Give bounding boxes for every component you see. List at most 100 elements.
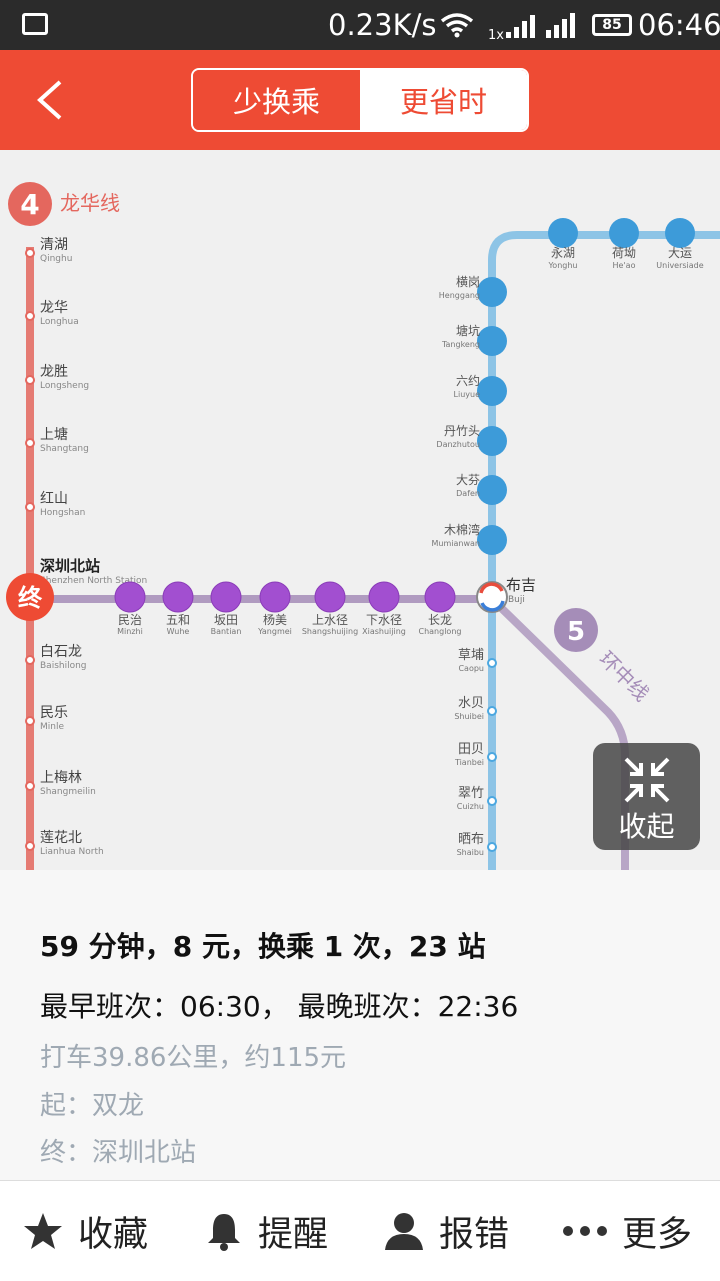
- remind-button[interactable]: 提醒: [204, 1181, 328, 1281]
- signal-1x-icon: [506, 15, 535, 38]
- line3-route-station[interactable]: [477, 426, 507, 456]
- back-arrow-icon[interactable]: [30, 78, 74, 122]
- tab-faster[interactable]: 更省时: [360, 70, 527, 130]
- favorite-label: 收藏: [78, 1214, 149, 1255]
- more-dots-icon: [563, 1226, 607, 1236]
- line3-station-en: Caopu: [458, 664, 484, 673]
- line5-station-en: Changlong: [419, 627, 462, 636]
- line3-route-station[interactable]: [548, 218, 578, 248]
- line3-route-station[interactable]: [477, 326, 507, 356]
- line3-route-station[interactable]: [609, 218, 639, 248]
- line3-station-zh: 荷坳: [612, 246, 636, 260]
- transfer-station-en: Buji: [508, 595, 525, 605]
- line5-name: 环中线: [594, 647, 653, 706]
- line5-station-en: Xiashuijing: [362, 627, 406, 636]
- line5-badge: 5: [567, 617, 585, 647]
- line3-route-station[interactable]: [665, 218, 695, 248]
- line4-station-dot: [25, 438, 35, 448]
- line5-route-station[interactable]: [424, 581, 456, 613]
- line3-station-zh: 丹竹头: [444, 424, 480, 438]
- star-icon: [24, 1213, 62, 1249]
- service-hours: 最早班次：06:30， 最晚班次：22:36: [40, 990, 519, 1023]
- line5-route-station[interactable]: [368, 581, 400, 613]
- line4-station-dot: [25, 502, 35, 512]
- line3-station-zh: 木棉湾: [444, 522, 480, 537]
- line5-route-station[interactable]: [114, 581, 146, 613]
- line3-station-zh: 横岗: [456, 275, 480, 289]
- line3-station-dot: [487, 658, 497, 668]
- line5-station-en: Wuhe: [167, 627, 190, 636]
- clock: 06:46: [638, 8, 720, 42]
- line3-route-station[interactable]: [477, 376, 507, 406]
- line3-route-station[interactable]: [477, 475, 507, 505]
- line4-stations: 清湖Qinghu龙华Longhua龙胜Longsheng上塘Shangtang红…: [25, 237, 147, 857]
- line3-station-zh: 田贝: [458, 742, 484, 757]
- line5-route-station[interactable]: [314, 581, 346, 613]
- line3-track: [488, 231, 720, 870]
- line3-station-en: Danzhutou: [436, 440, 480, 449]
- line4-name: 龙华线: [60, 191, 120, 215]
- line5-station-en: Bantian: [211, 627, 242, 636]
- collapse-button[interactable]: 收起: [593, 743, 700, 850]
- route-map-svg: 4 龙华线 清湖Qinghu龙华Longhua龙胜Longsheng上塘Shan…: [6, 182, 720, 870]
- line4-station-zh: 上梅林: [40, 770, 82, 786]
- line3-station-en: Shaibu: [457, 848, 484, 857]
- line5-route-station[interactable]: [210, 581, 242, 613]
- line4-badge: 4: [20, 188, 39, 221]
- line3-station-zh: 水贝: [458, 696, 484, 711]
- user-icon: [385, 1213, 423, 1250]
- network-speed: 0.23K/s: [328, 8, 437, 42]
- line5-station-en: Minzhi: [117, 627, 143, 636]
- tab-fewer-transfers[interactable]: 少换乘: [193, 70, 360, 130]
- line4-station-en: Baishilong: [40, 661, 87, 671]
- line3-station-en: Dafen: [456, 489, 480, 498]
- line3-station-en: Universiade: [656, 261, 703, 270]
- line4-badge-circle: [8, 182, 52, 226]
- line5-badge-circle: [554, 608, 598, 652]
- line3-station-zh: 翠竹: [458, 786, 484, 801]
- network-type: 1x: [488, 28, 504, 43]
- bell-icon: [208, 1214, 240, 1251]
- line4-station-dot: [25, 248, 35, 258]
- more-button[interactable]: 更多: [562, 1181, 692, 1281]
- line3-station-en: Shuibei: [454, 712, 484, 721]
- line5-station-zh: 长龙: [428, 613, 452, 627]
- route-summary-panel: 59 分钟，8 元，换乘 1 次，23 站 最早班次：06:30， 最晚班次：2…: [0, 870, 720, 1180]
- line3-station-zh: 大芬: [456, 473, 480, 487]
- line3-station-zh: 晒布: [458, 832, 484, 847]
- line5-station-zh: 坂田: [214, 613, 238, 627]
- status-bar: 0.23K/s 1x 85 06:46: [0, 0, 720, 50]
- more-label: 更多: [622, 1214, 693, 1255]
- line3-station-dot: [487, 706, 497, 716]
- line4-station-zh: 深圳北站: [40, 557, 100, 575]
- line5-station-en: Yangmei: [257, 627, 292, 636]
- start-station: 起：双龙: [40, 1091, 145, 1121]
- line5-station-zh: 杨美: [263, 612, 287, 627]
- bottom-action-bar: 收藏 提醒 报错 更多: [0, 1180, 720, 1281]
- line5-route-station[interactable]: [162, 581, 194, 613]
- end-badge-circle: [6, 573, 54, 621]
- line3-station-dot: [487, 752, 497, 762]
- line5-station-en: Shangshuijing: [302, 627, 358, 636]
- taxi-estimate: 打车39.86公里，约115元: [40, 1043, 347, 1073]
- line3-station-en: Cuizhu: [457, 802, 484, 811]
- favorite-button[interactable]: 收藏: [22, 1181, 148, 1281]
- line4-station-en: Shenzhen North Station: [40, 576, 147, 586]
- line5-route-station[interactable]: [259, 581, 291, 613]
- battery-icon: 85: [592, 14, 632, 36]
- line3-station-en: Tianbei: [454, 758, 484, 767]
- line4-station-en: Hongshan: [40, 508, 85, 518]
- line5-station-zh: 下水径: [366, 613, 402, 627]
- line4-station-en: Qinghu: [40, 254, 72, 264]
- line4-station-en: Shangtang: [40, 444, 89, 454]
- line4-station-zh: 清湖: [40, 237, 68, 253]
- line4-station-dot: [25, 716, 35, 726]
- line3-route-station[interactable]: [477, 277, 507, 307]
- line3-station-en: Mumianwan: [432, 539, 480, 548]
- line3-route-station[interactable]: [477, 525, 507, 555]
- line4-station-dot: [25, 655, 35, 665]
- wifi-icon: [440, 13, 474, 38]
- report-button[interactable]: 报错: [383, 1181, 509, 1281]
- line4-station-dot: [25, 311, 35, 321]
